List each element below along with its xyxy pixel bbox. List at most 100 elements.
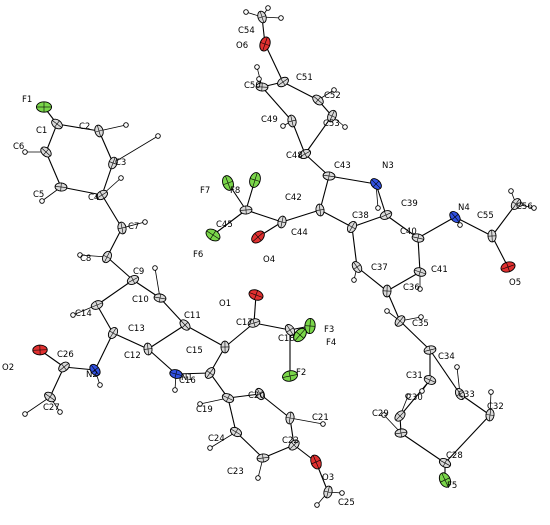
atom-c51 xyxy=(277,76,289,88)
atom-c11 xyxy=(179,319,191,331)
hydrogen-atom xyxy=(70,312,76,318)
atom-c22 xyxy=(288,439,300,451)
atom-label-c26: C26 xyxy=(57,350,74,360)
atom-label-c15: C15 xyxy=(186,346,203,356)
atom-label-c6: C6 xyxy=(13,142,24,152)
bond-c34-c33 xyxy=(429,349,461,395)
atom-c17 xyxy=(247,318,261,328)
hydrogen-atom xyxy=(331,87,337,93)
atom-label-f3: F3 xyxy=(324,325,334,335)
hydrogen-atom xyxy=(375,205,381,211)
atom-label-c25: C25 xyxy=(338,498,355,508)
hydrogen-atom xyxy=(123,122,129,128)
atom-label-c12: C12 xyxy=(124,351,141,361)
atom-label-o1: O1 xyxy=(219,299,231,309)
atom-label-c29: C29 xyxy=(372,409,389,419)
atom-label-c50: C50 xyxy=(244,81,261,91)
atom-c24 xyxy=(229,426,243,438)
bond-o6-c51 xyxy=(264,43,284,83)
atom-label-c35: C35 xyxy=(412,319,429,329)
hydrogen-atom xyxy=(155,133,161,139)
atom-label-c45: C45 xyxy=(216,220,233,230)
atom-c53 xyxy=(327,109,337,123)
hydrogen-bond xyxy=(289,417,324,425)
atom-c41 xyxy=(413,267,427,277)
hydrogen-atom xyxy=(197,401,203,407)
atom-o4 xyxy=(251,230,265,244)
bond-c35-c34 xyxy=(399,320,431,351)
hydrogen-atom xyxy=(142,219,148,225)
atom-c56 xyxy=(510,198,522,210)
atom-c2 xyxy=(94,124,104,138)
atom-c27 xyxy=(44,391,56,403)
atom-c8 xyxy=(102,250,112,264)
atom-n2 xyxy=(89,363,101,377)
hydrogen-atom xyxy=(351,277,357,283)
atom-c20 xyxy=(254,387,266,401)
atom-c6 xyxy=(40,146,52,158)
bond-c20-c21 xyxy=(259,393,291,419)
bond-c42-c38 xyxy=(319,209,353,228)
atom-label-o4: O4 xyxy=(263,255,275,265)
atom-label-f5: F5 xyxy=(447,481,457,491)
hydrogen-atom xyxy=(207,445,213,451)
atom-label-c16: C16 xyxy=(179,376,196,386)
atom-label-n2: N2 xyxy=(86,370,98,380)
atom-label-c42: C42 xyxy=(285,193,302,203)
atom-label-c53: C53 xyxy=(323,119,340,129)
hydrogen-atom xyxy=(280,123,286,129)
atom-label-o6: O6 xyxy=(236,41,248,51)
hydrogen-bond xyxy=(98,124,127,132)
atom-label-n1: N1 xyxy=(181,373,193,383)
atom-label-c56: C56 xyxy=(516,202,533,212)
atom-o3 xyxy=(310,454,322,470)
bond-c40-c41 xyxy=(417,237,421,273)
atom-label-c30: C30 xyxy=(406,393,423,403)
bond-n4-c55 xyxy=(454,216,493,237)
atom-c49 xyxy=(287,114,297,128)
atom-c29 xyxy=(394,428,408,438)
atom-label-c31: C31 xyxy=(406,371,423,381)
bond-c4-c7 xyxy=(101,194,123,229)
atom-c55 xyxy=(487,229,497,243)
atom-label-c8: C8 xyxy=(80,254,91,264)
hydrogen-atom xyxy=(457,222,463,228)
atom-label-n3: N3 xyxy=(382,161,394,171)
atom-label-c24: C24 xyxy=(208,434,225,444)
atom-c12 xyxy=(143,342,153,356)
hydrogen-atom xyxy=(278,15,284,21)
hydrogen-atom xyxy=(256,76,262,82)
bond-c5-c6 xyxy=(45,151,62,188)
bond-c45-f6 xyxy=(212,209,247,236)
atom-label-f8: F8 xyxy=(230,186,240,196)
atom-c19 xyxy=(221,393,235,403)
atom-label-c37: C37 xyxy=(371,263,388,273)
hydrogen-atom xyxy=(531,205,537,211)
atom-label-c43: C43 xyxy=(334,161,351,171)
atom-label-c18: C18 xyxy=(278,334,295,344)
atom-label-c36: C36 xyxy=(403,283,420,293)
bond-c36-c37 xyxy=(356,266,388,292)
atom-label-n4: N4 xyxy=(458,203,470,213)
atom-label-f1: F1 xyxy=(22,95,32,105)
bond-c32-c28 xyxy=(444,414,491,464)
atom-label-f4: F4 xyxy=(326,338,336,348)
atom-label-c51: C51 xyxy=(296,73,313,83)
hydrogen-atom xyxy=(22,411,28,417)
atom-c45 xyxy=(239,205,253,215)
atom-c54 xyxy=(257,10,267,24)
hydrogen-atom xyxy=(342,124,348,130)
atom-label-c48: C48 xyxy=(286,151,303,161)
atom-label-c17: C17 xyxy=(236,318,253,328)
bond-c1-c2 xyxy=(56,123,100,132)
hydrogen-atom xyxy=(454,364,460,370)
atom-o2 xyxy=(32,344,48,356)
bond-c39-c40 xyxy=(385,214,419,239)
atom-c31 xyxy=(423,375,437,385)
bond-c8-c9 xyxy=(106,256,134,281)
atom-label-c41: C41 xyxy=(431,265,448,275)
atom-c26 xyxy=(58,361,70,373)
atom-label-c10: C10 xyxy=(132,295,149,305)
atom-c4 xyxy=(96,189,108,201)
